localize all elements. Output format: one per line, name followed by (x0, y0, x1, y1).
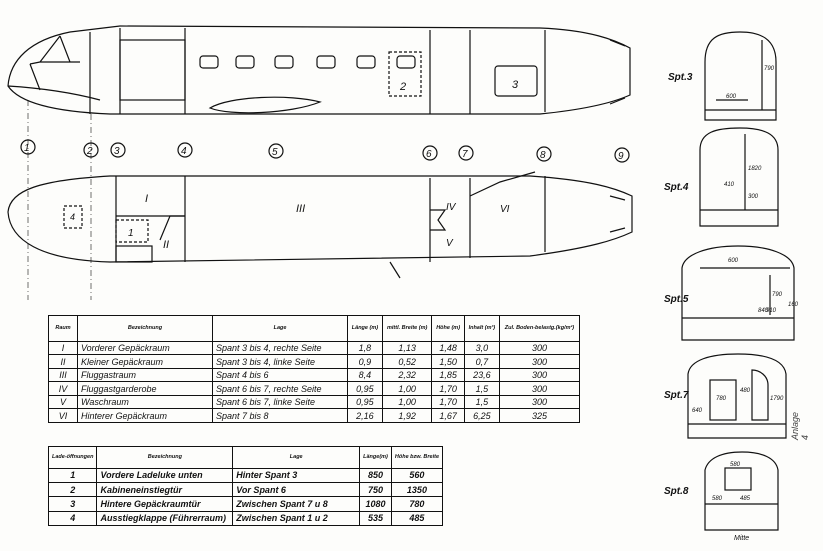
table-header-row: Lade-öffnungen Bezeichnung Lage Länge(m)… (47, 446, 444, 469)
svg-text:4: 4 (181, 146, 187, 157)
section-label-spt3: Spt.3 (668, 72, 693, 83)
frame-labels: 1 2 3 4 5 6 7 8 9 (24, 143, 624, 162)
svg-text:580: 580 (712, 496, 723, 502)
room-IV-label: IV (446, 202, 457, 213)
svg-text:640: 640 (692, 408, 703, 414)
room-II-label: II (163, 239, 169, 251)
door-2-label: 2 (399, 81, 406, 93)
svg-text:8: 8 (540, 150, 546, 161)
svg-text:790: 790 (772, 292, 783, 298)
room-III-label: III (296, 203, 305, 215)
svg-text:780: 780 (716, 396, 727, 402)
room-VI-label: VI (500, 204, 510, 215)
room-I-label: I (145, 193, 148, 205)
svg-text:2: 2 (86, 146, 93, 157)
section-label-spt7: Spt.7 (664, 390, 689, 401)
table-header-row: Raum Bezeichnung Lage Länge (m) mittl. B… (48, 315, 581, 342)
annex-label: Anlage 4 (790, 411, 810, 440)
svg-text:5: 5 (272, 147, 278, 158)
svg-text:3: 3 (114, 146, 120, 157)
section-spt7 (687, 353, 787, 439)
section-label-spt8: Spt.8 (664, 486, 689, 497)
svg-text:1820: 1820 (748, 166, 762, 172)
svg-text:1: 1 (24, 143, 30, 154)
section-label-spt5: Spt.5 (664, 294, 689, 305)
frame-markers (20, 139, 630, 163)
svg-text:600: 600 (728, 258, 739, 264)
svg-text:1: 1 (128, 228, 134, 239)
svg-text:790: 790 (764, 66, 775, 72)
plan-view-outline (7, 175, 633, 263)
svg-text:9: 9 (618, 151, 624, 162)
svg-text:910: 910 (766, 308, 777, 314)
section-spt5 (681, 245, 795, 341)
section-spt8 (704, 451, 779, 531)
side-view-outline (7, 25, 631, 115)
svg-text:480: 480 (740, 388, 751, 394)
svg-text:600: 600 (726, 94, 737, 100)
svg-text:6: 6 (426, 149, 432, 160)
svg-text:160: 160 (788, 302, 799, 308)
svg-text:7: 7 (462, 149, 468, 160)
door-3-label: 3 (512, 79, 519, 91)
section-label-spt4: Spt.4 (664, 182, 689, 193)
svg-text:580: 580 (730, 462, 741, 468)
svg-text:410: 410 (724, 182, 735, 188)
room-V-label: V (446, 238, 454, 249)
svg-text:4: 4 (70, 212, 75, 222)
openings-table: Lade-öffnungen Bezeichnung Lage Länge(m)… (47, 446, 444, 527)
svg-text:840: 840 (758, 308, 769, 314)
section-spt3 (704, 31, 777, 121)
svg-text:Mitte: Mitte (734, 535, 749, 542)
svg-text:485: 485 (740, 496, 751, 502)
svg-text:1790: 1790 (770, 396, 784, 402)
section-spt4 (699, 127, 779, 227)
room-table: Raum Bezeichnung Lage Länge (m) mittl. B… (48, 315, 581, 423)
svg-text:300: 300 (748, 194, 759, 200)
